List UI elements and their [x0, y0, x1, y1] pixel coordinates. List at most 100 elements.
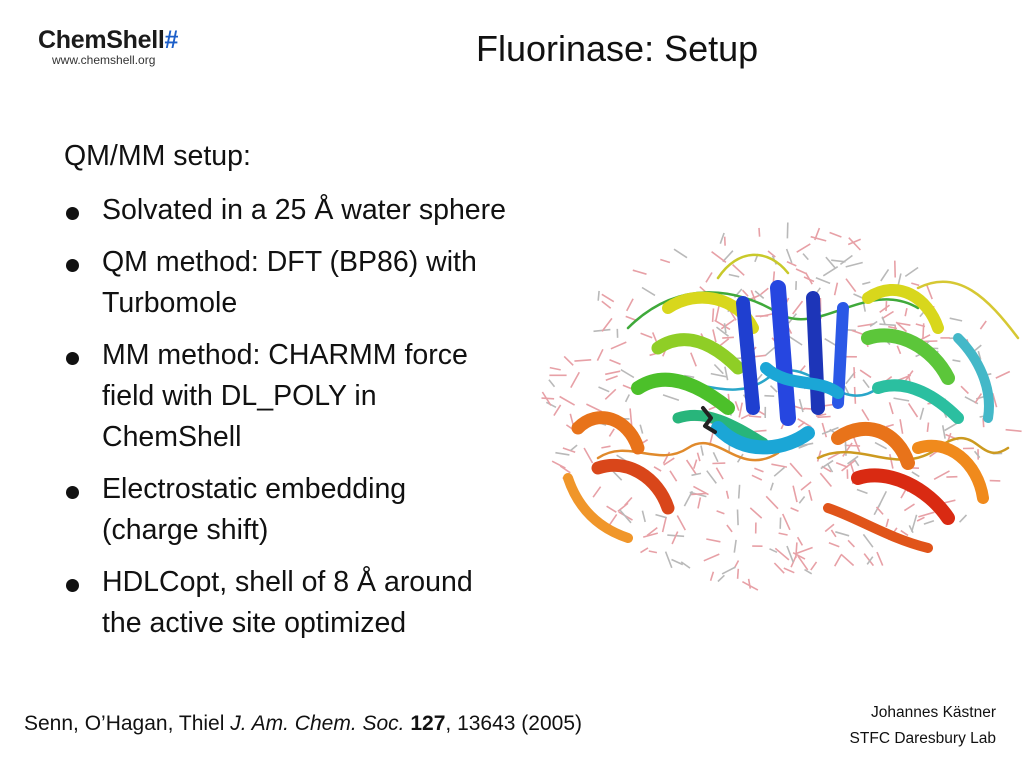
water-molecule	[712, 451, 719, 463]
water-molecule	[885, 301, 888, 312]
water-molecule	[671, 558, 684, 566]
water-molecule	[943, 499, 956, 504]
water-molecule	[979, 320, 987, 330]
water-molecule	[653, 466, 662, 472]
water-molecule	[703, 553, 720, 562]
water-molecule	[949, 317, 963, 322]
water-molecule	[810, 235, 827, 242]
water-molecule	[639, 424, 644, 434]
water-molecule	[721, 566, 736, 575]
water-molecule	[765, 495, 779, 510]
water-molecule	[697, 497, 702, 509]
water-molecule	[885, 518, 890, 528]
water-molecule	[690, 492, 707, 496]
water-molecule	[625, 315, 637, 322]
water-molecule	[941, 425, 946, 439]
bullet-text: the active site optimized	[102, 607, 407, 639]
water-molecule	[802, 253, 809, 261]
water-molecule	[795, 542, 798, 559]
water-molecule	[885, 423, 894, 428]
water-molecule	[859, 369, 872, 379]
water-molecule	[847, 455, 859, 465]
water-molecule	[715, 467, 724, 480]
water-molecule	[683, 490, 694, 507]
water-molecule	[750, 290, 756, 301]
slide-content: QM/MM setup: Solvated in a 25 Å water sp…	[64, 136, 594, 655]
water-molecule	[810, 561, 818, 571]
water-molecule	[918, 511, 935, 518]
water-molecule	[751, 474, 763, 481]
water-molecule	[773, 562, 785, 574]
water-molecule	[862, 281, 871, 285]
water-molecule	[910, 514, 918, 532]
water-molecule	[798, 496, 806, 504]
water-molecule	[933, 470, 950, 481]
water-molecule	[549, 366, 561, 371]
water-molecule	[725, 490, 730, 499]
water-molecule	[705, 272, 713, 283]
water-molecule	[754, 290, 765, 300]
water-molecule	[660, 258, 671, 264]
water-molecule	[845, 278, 857, 293]
water-molecule	[922, 323, 925, 339]
water-molecule	[754, 429, 767, 433]
water-molecule	[861, 408, 870, 421]
water-molecule	[563, 355, 574, 366]
bullet-text: field with DL_POLY in	[102, 380, 377, 412]
water-molecule	[551, 460, 566, 469]
water-molecule	[974, 393, 983, 404]
water-molecule	[706, 538, 721, 543]
water-molecule	[726, 524, 733, 533]
water-molecule	[991, 392, 998, 408]
water-molecule	[960, 385, 969, 395]
water-molecule	[875, 506, 884, 515]
water-molecule	[792, 300, 804, 315]
water-molecule	[553, 404, 562, 417]
bullet-list: Solvated in a 25 Å water sphere QM metho…	[64, 190, 594, 644]
water-molecule	[619, 509, 632, 524]
water-molecule	[570, 371, 581, 388]
water-molecule	[714, 319, 731, 331]
slide-title: Fluorinase: Setup	[476, 28, 759, 69]
water-molecule	[598, 386, 610, 393]
water-molecule	[817, 415, 831, 419]
water-molecule	[736, 509, 739, 526]
bullet-icon	[66, 352, 79, 365]
water-molecule	[815, 413, 827, 417]
bullet-icon	[66, 579, 79, 592]
water-molecule	[834, 554, 842, 567]
water-molecule	[769, 385, 778, 393]
water-molecule	[804, 568, 813, 575]
water-molecule	[796, 536, 804, 546]
water-molecule	[916, 516, 925, 522]
water-molecule	[696, 452, 701, 462]
water-molecule	[586, 403, 603, 413]
bullet-text: Turbomole	[102, 287, 238, 319]
water-molecule	[819, 472, 833, 488]
water-molecule	[874, 441, 887, 450]
water-molecule	[737, 484, 741, 499]
water-molecule	[596, 348, 604, 361]
water-molecule	[719, 232, 725, 244]
water-molecule	[641, 510, 646, 523]
citation: Senn, O’Hagan, Thiel J. Am. Chem. Soc. 1…	[24, 712, 582, 736]
water-molecule	[797, 555, 809, 571]
water-molecule	[655, 513, 667, 519]
water-molecule	[760, 287, 769, 295]
water-molecule	[712, 329, 717, 343]
water-molecule	[583, 447, 594, 464]
water-molecule	[592, 486, 602, 498]
water-molecule	[605, 370, 621, 376]
water-molecule	[722, 250, 734, 263]
water-molecule	[815, 277, 831, 285]
water-molecule	[888, 325, 898, 330]
bullet-item: Solvated in a 25 Å water sphere	[64, 190, 594, 231]
water-molecule	[847, 238, 862, 246]
water-molecule	[856, 488, 868, 495]
water-molecule	[852, 435, 861, 453]
water-molecule	[548, 379, 556, 388]
water-molecule	[715, 304, 721, 321]
water-molecule	[555, 451, 570, 456]
